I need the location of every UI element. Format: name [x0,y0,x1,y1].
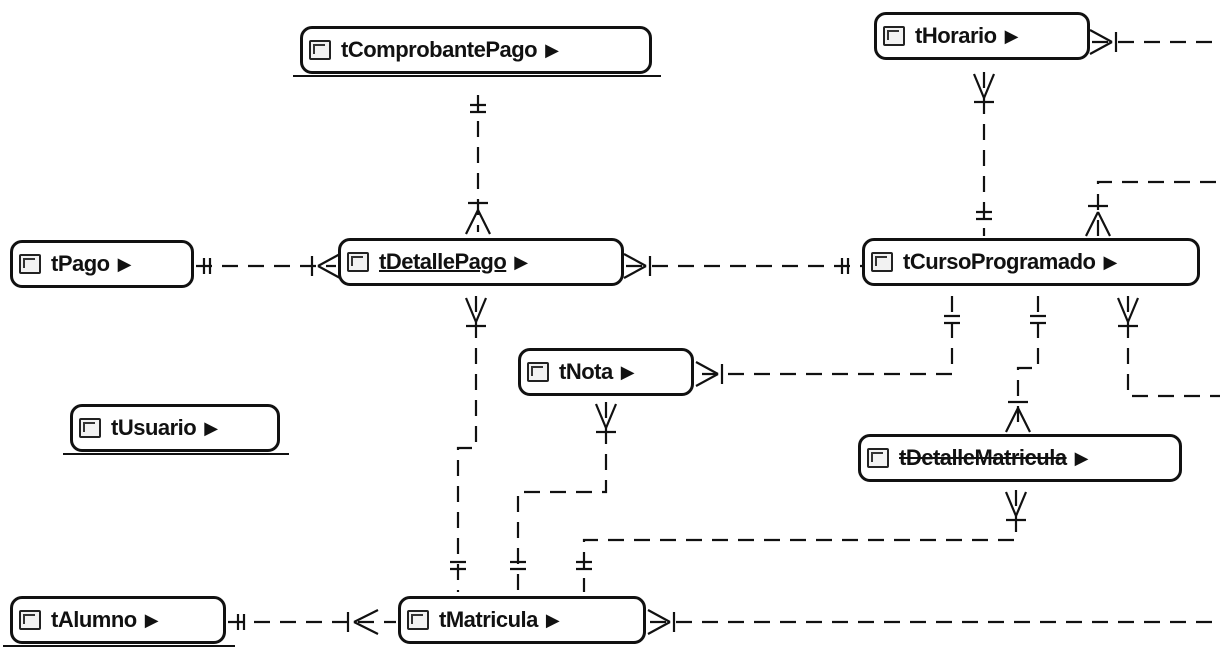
mark-detallepago-many-top [465,201,491,235]
rel-cursoprogramado-detallematricula [1016,296,1040,432]
mark-matricula-one-b [510,560,526,571]
entity-label: tComprobantePago [341,37,538,62]
entity-tmatricula[interactable]: tMatricula ▶ [398,596,646,644]
entity-label: tAlumno [51,607,137,632]
mark-nota-many-bottom [594,403,618,434]
table-icon [407,610,429,630]
mark-detallepago-many-left [310,253,341,279]
mark-matricula-many-right [647,609,676,635]
table-icon [79,418,101,438]
entity-tcursoprogramado[interactable]: tCursoProgramado ▶ [862,238,1200,286]
entity-label: tNota [559,359,613,384]
entity-tusuario[interactable]: tUsuario ▶ [63,404,289,455]
entity-tdetallematricula[interactable]: tDetalleMatricula ▶ [858,434,1182,482]
entity-tcomprobantepago[interactable]: tComprobantePago ▶ [293,26,661,77]
mark-detallepago-many-right [623,253,652,279]
table-icon [19,254,41,274]
entity-tdetallepago[interactable]: tDetallePago ▶ [338,238,624,286]
mark-cursoprogramado-many-top [1085,204,1111,237]
mark-cursoprogramado-one-b [1030,314,1046,325]
mark-cursoprogramado-one-top [976,210,992,221]
expand-arrow-icon[interactable]: ▶ [1103,252,1118,272]
table-icon [867,448,889,468]
entity-label: tCursoProgramado [903,249,1096,274]
entity-talumno[interactable]: tAlumno ▶ [3,596,235,647]
entity-label: tDetalleMatricula [899,445,1067,470]
entity-thorario[interactable]: tHorario ▶ [874,12,1090,60]
expand-arrow-icon[interactable]: ▶ [545,610,560,630]
mark-matricula-one-c [576,560,592,571]
mark-detallematricula-many-bottom [1004,491,1028,522]
rel-cursoprogramado-nota [696,296,954,376]
expand-arrow-icon[interactable]: ▶ [144,610,159,630]
rel-cursoprogramado-offscreen-bottom [1126,296,1220,398]
mark-comprobante-one [470,103,486,114]
mark-cursoprogramado-one-a [944,314,960,325]
entity-label: tHorario [915,23,997,48]
mark-pago-one-one [202,258,212,274]
rel-nota-matricula [516,402,608,592]
entity-tnota[interactable]: tNota ▶ [518,348,694,396]
table-icon [309,40,331,60]
mark-cursoprogramado-one-one [840,258,850,274]
table-icon [347,252,369,272]
mark-detallematricula-many-top [1005,400,1031,433]
expand-arrow-icon[interactable]: ▶ [1004,26,1019,46]
mark-matricula-one-a [450,560,466,571]
table-icon [871,252,893,272]
mark-alumno-one-one [236,614,246,630]
mark-horario-many-right [1089,29,1118,55]
entity-label: tPago [51,251,110,276]
rel-cursoprogramado-offscreen-top [1096,180,1220,236]
mark-horario-many-bottom [972,73,996,104]
table-icon [19,610,41,630]
entity-label: tMatricula [439,607,538,632]
mark-detallepago-many-bottom [464,297,488,328]
mark-matricula-many-left [346,609,379,635]
expand-arrow-icon[interactable]: ▶ [545,40,559,60]
expand-arrow-icon[interactable]: ▶ [204,418,219,438]
entity-tpago[interactable]: tPago ▶ [10,240,194,288]
expand-arrow-icon[interactable]: ▶ [620,362,635,382]
rel-detallepago-matricula [456,296,478,592]
entity-label: tDetallePago [379,249,507,274]
expand-arrow-icon[interactable]: ▶ [514,252,529,272]
entity-label: tUsuario [111,415,197,440]
table-icon [527,362,549,382]
expand-arrow-icon[interactable]: ▶ [1074,448,1089,468]
mark-nota-many-right [695,361,724,387]
mark-cursoprogramado-many-bottom [1116,297,1140,328]
expand-arrow-icon[interactable]: ▶ [117,254,132,274]
table-icon [883,26,905,46]
rel-detallematricula-matricula [582,490,1018,592]
